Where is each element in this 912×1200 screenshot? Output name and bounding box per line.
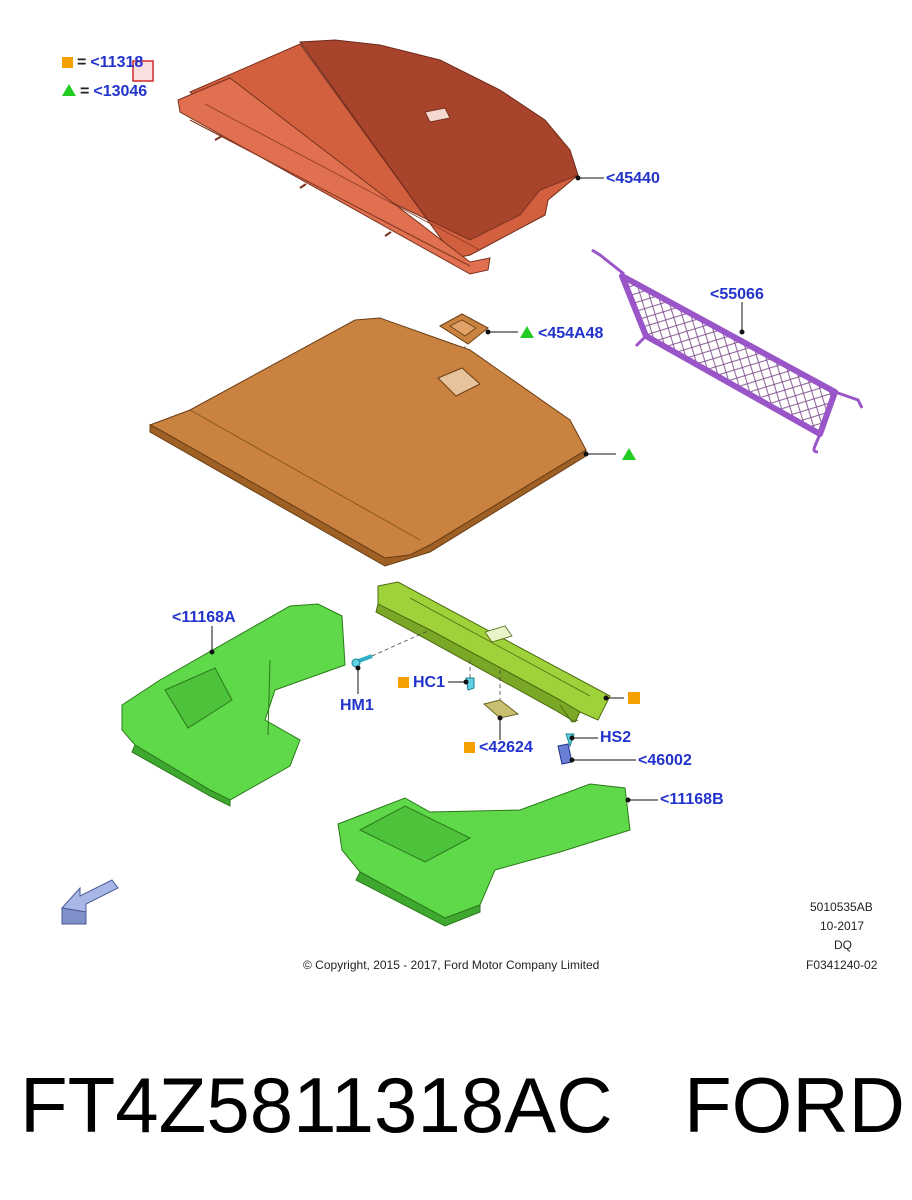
- callout-hc1-text: HC1: [413, 674, 446, 691]
- leader-lines: [209, 175, 745, 803]
- callout-bracket[interactable]: <46002: [638, 752, 692, 769]
- copyright-text: © Copyright, 2015 - 2017, Ford Motor Com…: [303, 958, 600, 972]
- hm1-screw: [351, 654, 373, 668]
- drawing-dq: DQ: [834, 938, 852, 952]
- floor-triangle-marker: [622, 448, 636, 460]
- drawing-date: 10-2017: [820, 919, 865, 933]
- legend-triangle-row: =<13046: [62, 83, 147, 101]
- callout-hs2[interactable]: HS2: [600, 729, 632, 746]
- load-cover-part: [177, 39, 579, 275]
- callout-hm1[interactable]: HM1: [340, 697, 374, 714]
- load-floor-part: [148, 317, 587, 567]
- triangle-marker-icon: [62, 84, 76, 96]
- side-box-right-part: [337, 783, 631, 927]
- callout-clip[interactable]: <42624: [464, 739, 533, 757]
- parts-diagram: =<11318 =<13046 <45440 <55066 <454A48 <1…: [61, 39, 878, 972]
- callout-load-cover[interactable]: <45440: [606, 170, 660, 187]
- drawing-code: 5010535AB: [810, 900, 873, 914]
- callout-cap-text: <454A48: [538, 325, 604, 342]
- square-marker-icon: [62, 57, 73, 68]
- callout-cap[interactable]: <454A48: [520, 325, 603, 343]
- cargo-net-part: [591, 248, 864, 454]
- brand-title: FORD: [684, 1061, 905, 1149]
- callout-net[interactable]: <55066: [710, 286, 764, 303]
- legend-square-row: =<11318: [62, 54, 143, 72]
- legend-equals-2: =: [80, 83, 90, 100]
- drawing-ref: F0341240-02: [806, 958, 878, 972]
- side-box-left-part: [121, 603, 346, 807]
- part-number-title: FT4Z5811318AC: [20, 1061, 613, 1149]
- callout-side-box-left[interactable]: <11168A: [172, 609, 236, 626]
- rear-rail-part: [375, 581, 611, 723]
- callout-hc1[interactable]: HC1: [398, 674, 445, 692]
- rail-square-marker: [628, 692, 640, 704]
- direction-arrow-icon: [61, 879, 119, 925]
- exploded-view-drawing: [61, 39, 864, 927]
- legend-highlight-box: [132, 60, 154, 82]
- legend-equals: =: [77, 54, 87, 71]
- legend-square-ref[interactable]: <11318: [90, 54, 144, 71]
- floor-cap-part: [439, 313, 489, 345]
- clip-square-icon: [464, 742, 475, 753]
- callout-side-box-right[interactable]: <11168B: [660, 791, 724, 808]
- legend-triangle-ref[interactable]: <13046: [93, 83, 148, 100]
- cap-triangle-icon: [520, 326, 534, 338]
- clip-42624: [482, 699, 520, 719]
- hc1-square-icon: [398, 677, 409, 688]
- callout-clip-text: <42624: [479, 739, 533, 756]
